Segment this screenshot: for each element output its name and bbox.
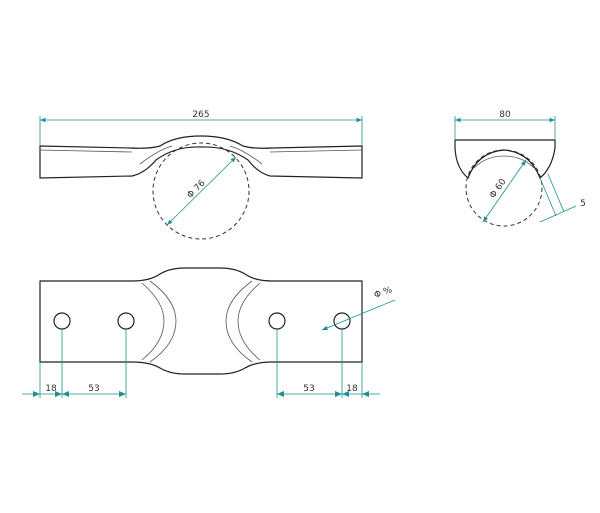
- plan-right-edge-label: 18: [346, 384, 358, 394]
- plan-mounting-hole: [53, 312, 71, 330]
- side-thickness-extension-line: [547, 173, 565, 213]
- plan-dimension-arrow: [62, 391, 69, 397]
- plan-strap-curve: [225, 280, 253, 363]
- plan-bracket-outline: [39, 267, 363, 375]
- front-view: 265 Φ 76: [39, 110, 363, 240]
- plan-mounting-hole: [268, 312, 286, 330]
- side-view: 80 Φ 60 5: [454, 110, 586, 227]
- front-length-label: 265: [192, 110, 209, 120]
- side-thickness-dimension-line: [539, 205, 577, 223]
- plan-dimension-arrow: [119, 391, 126, 397]
- front-bracket-outline: [39, 135, 363, 179]
- side-width-label: 80: [499, 110, 511, 120]
- front-diameter-leader: [166, 156, 237, 226]
- front-pipe-hidden-circle: [152, 142, 250, 240]
- side-thickness-extension-line: [539, 177, 557, 217]
- plan-right-spacing-label: 53: [303, 384, 314, 394]
- plan-left-spacing-label: 53: [88, 384, 99, 394]
- plan-strap-curve: [237, 282, 261, 361]
- plan-left-edge-label: 18: [45, 384, 57, 394]
- plan-dimension-arrow: [55, 391, 62, 397]
- plan-dimension-arrow: [277, 391, 284, 397]
- plan-dimension-arrow: [342, 391, 349, 397]
- plan-mounting-hole: [117, 312, 135, 330]
- plan-hole-diameter-label: Φ %: [373, 285, 394, 301]
- side-diameter-leader: [482, 159, 527, 223]
- side-bracket-inner-line: [473, 155, 535, 169]
- plan-dimension-arrow: [335, 391, 342, 397]
- front-strap-inner-line: [229, 145, 263, 165]
- plan-dimension-arrow: [362, 391, 369, 397]
- plan-view: Φ % 18 53 53 18: [22, 267, 396, 398]
- front-diameter-label: Φ 76: [185, 178, 207, 200]
- plan-dimension-arrow: [33, 391, 40, 397]
- front-strap-inner-line: [139, 145, 173, 165]
- plan-hole-diameter-leader: [321, 299, 396, 331]
- plan-strap-curve: [149, 280, 177, 363]
- side-bracket-outline: [454, 139, 556, 179]
- plan-strap-curve: [141, 282, 165, 361]
- front-flange-line: [39, 149, 133, 153]
- front-flange-line: [269, 149, 363, 153]
- plan-mounting-hole: [333, 312, 351, 330]
- side-thickness-label: 5: [580, 199, 586, 209]
